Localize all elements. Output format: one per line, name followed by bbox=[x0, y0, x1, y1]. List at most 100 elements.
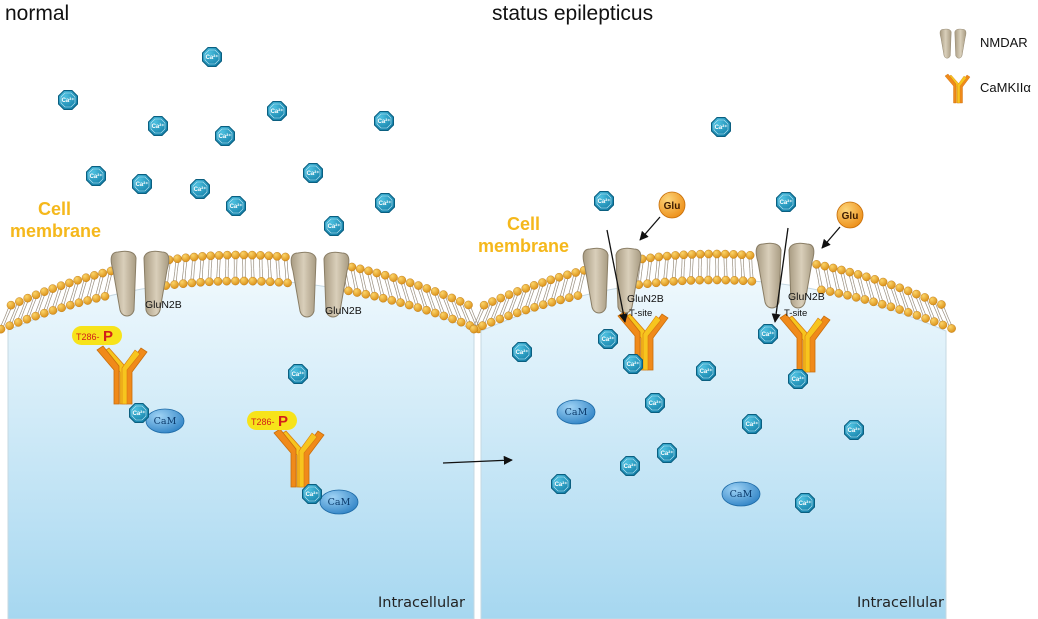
calcium-ion bbox=[844, 420, 864, 440]
lipid-head bbox=[439, 311, 449, 321]
legend-label-nmdar: NMDAR bbox=[980, 35, 1028, 50]
flow-arrows bbox=[606, 216, 841, 323]
lipid-head bbox=[504, 311, 513, 321]
calcium-ion bbox=[226, 196, 246, 216]
calcium-ion bbox=[620, 456, 640, 476]
title-normal: normal bbox=[5, 2, 69, 25]
calcium-ion bbox=[758, 324, 778, 344]
lipid-head bbox=[862, 272, 871, 282]
lipid-head bbox=[22, 314, 32, 324]
lipid-head bbox=[730, 276, 739, 285]
lipid-head bbox=[738, 276, 748, 286]
membrane-label-line2: membrane bbox=[10, 221, 101, 241]
lipid-head bbox=[57, 303, 66, 313]
lipid-head bbox=[248, 276, 258, 286]
calcium-ion bbox=[129, 403, 149, 423]
lipid-head bbox=[886, 302, 896, 312]
cam-label: CaM bbox=[328, 497, 351, 508]
calcium-ion bbox=[374, 111, 394, 131]
calcium-ion bbox=[788, 369, 808, 389]
lipid-head bbox=[720, 249, 730, 259]
right-cytoplasm bbox=[480, 279, 947, 619]
lipid-head bbox=[355, 264, 365, 274]
lipid-head bbox=[662, 251, 672, 261]
legend-label-camkii: CaMKIIα bbox=[980, 80, 1031, 95]
lipid-head bbox=[853, 270, 863, 279]
lipid-head bbox=[422, 284, 432, 293]
calcium-ion bbox=[302, 484, 322, 504]
calcium-ion bbox=[657, 443, 677, 463]
lipid-head bbox=[887, 280, 896, 290]
lipid-head bbox=[439, 290, 448, 299]
cam-label: CaM bbox=[154, 416, 177, 427]
right-cam-2: CaM bbox=[721, 481, 761, 507]
left-cell-membrane bbox=[0, 250, 483, 334]
camkii-icon bbox=[944, 73, 971, 104]
calcium-ion bbox=[132, 174, 152, 194]
calcium-influx-arrow-2 bbox=[771, 227, 789, 323]
lipid-head bbox=[903, 286, 913, 296]
lipid-head bbox=[83, 296, 92, 305]
lipid-head bbox=[283, 278, 292, 288]
lipid-head bbox=[938, 320, 948, 330]
calcium-ion bbox=[696, 361, 716, 381]
lipid-head bbox=[448, 314, 457, 324]
lipid-head bbox=[264, 251, 274, 261]
calcium-ion bbox=[551, 474, 571, 494]
lipid-head bbox=[513, 287, 522, 296]
lipid-head bbox=[372, 268, 382, 278]
lipid-head bbox=[257, 277, 266, 286]
lipid-head bbox=[834, 289, 844, 298]
membrane-label-line1: Cell bbox=[38, 199, 71, 219]
lipid-head bbox=[173, 254, 182, 264]
right-cam-1: CaM bbox=[556, 399, 596, 425]
lipid-head bbox=[281, 252, 290, 262]
lipid-head bbox=[660, 277, 670, 287]
nmdar-icon bbox=[939, 28, 967, 59]
lipid-head bbox=[488, 297, 497, 306]
membrane-label-right: Cell membrane bbox=[478, 214, 569, 256]
transition-arrow bbox=[442, 455, 513, 465]
lipid-head bbox=[31, 311, 40, 321]
lipid-head bbox=[397, 275, 407, 285]
calcium-ion bbox=[795, 493, 815, 513]
lipid-head bbox=[6, 300, 16, 310]
lipid-head bbox=[213, 277, 223, 286]
lipid-head bbox=[198, 252, 207, 261]
lipid-head bbox=[729, 250, 738, 259]
lipid-head bbox=[370, 291, 379, 301]
lipid-head bbox=[671, 251, 680, 260]
lipid-head bbox=[422, 305, 431, 315]
calcium-ion bbox=[58, 90, 78, 110]
lipid-head bbox=[479, 300, 489, 310]
lipid-head bbox=[686, 276, 696, 285]
lipid-head bbox=[529, 281, 539, 290]
lipid-head bbox=[380, 270, 390, 280]
lipid-head bbox=[646, 253, 655, 263]
lipid-head bbox=[98, 268, 107, 278]
lipid-head bbox=[687, 250, 697, 259]
lipid-head bbox=[247, 250, 257, 260]
lipid-head bbox=[851, 293, 861, 302]
lipid-head bbox=[745, 251, 755, 260]
lipid-head bbox=[265, 277, 275, 287]
lipid-head bbox=[65, 300, 75, 310]
calcium-ion bbox=[288, 364, 308, 384]
glun2b-label-right-2: GluN2B bbox=[788, 291, 825, 303]
glun2b-label-right-1: GluN2B bbox=[627, 293, 664, 305]
lipid-head bbox=[56, 281, 66, 291]
legend: NMDAR CaMKIIα bbox=[939, 28, 1031, 104]
lipid-head bbox=[496, 293, 506, 303]
lipid-head bbox=[817, 285, 826, 295]
cam-label: CaM bbox=[565, 407, 588, 418]
t-site-label-1: T-site bbox=[629, 308, 652, 319]
lipid-head bbox=[912, 289, 921, 299]
lipid-head bbox=[222, 276, 231, 286]
lipid-head bbox=[389, 273, 398, 282]
lipid-head bbox=[845, 267, 855, 277]
lipid-head bbox=[721, 275, 731, 285]
lipid-head bbox=[547, 297, 557, 307]
glun2b-label-left-1: GluN2B bbox=[145, 299, 182, 311]
